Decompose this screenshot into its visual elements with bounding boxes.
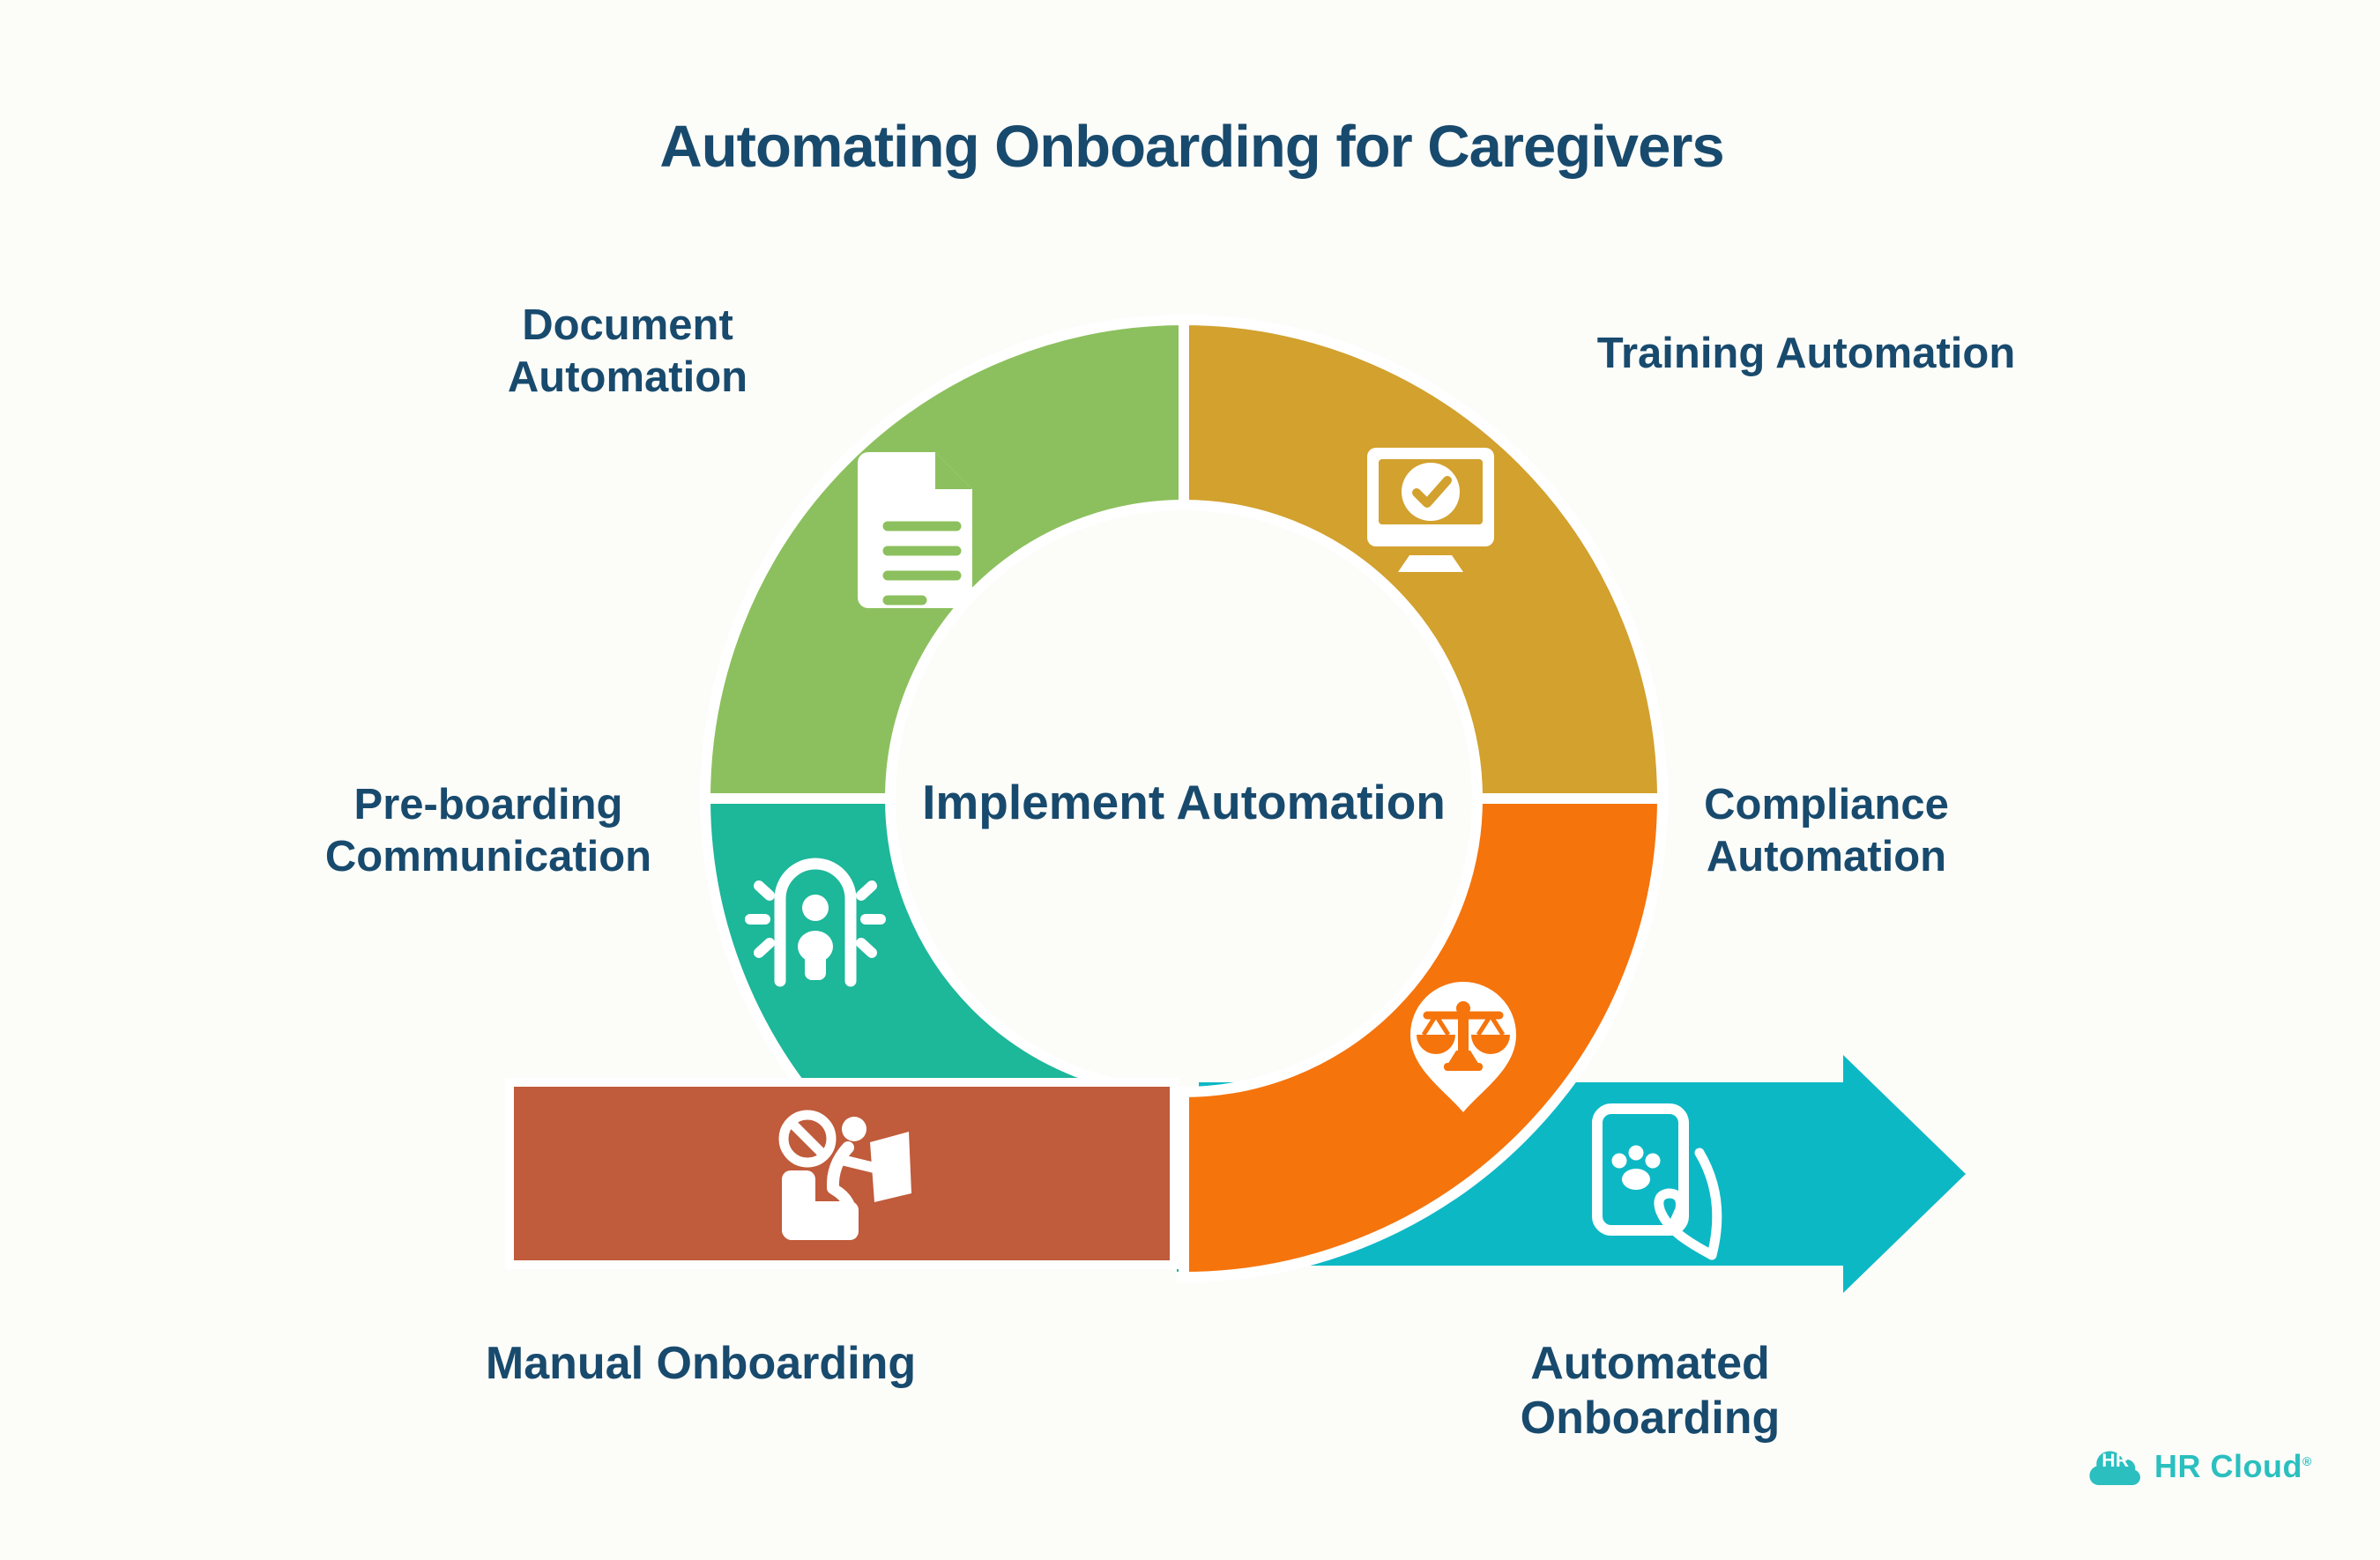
hr-cloud-wordmark: HR Cloud® — [2154, 1448, 2312, 1485]
hr-cloud-logo: HR HR Cloud® — [2087, 1442, 2312, 1491]
hr-cloud-name: HR Cloud — [2154, 1448, 2302, 1484]
scales-pin-icon — [1410, 982, 1516, 1112]
document-icon — [858, 452, 972, 608]
segment-label-document: Document Automation — [508, 300, 747, 404]
segment-label-compliance-line2: Automation — [1706, 833, 1947, 880]
segment-label-document-line2: Automation — [507, 353, 748, 401]
segment-label-preboarding: Pre-boarding Communication — [325, 779, 651, 883]
hr-cloud-icon: HR — [2087, 1442, 2144, 1491]
page-title: Automating Onboarding for Caregivers — [659, 114, 1724, 180]
registered-mark: ® — [2302, 1454, 2312, 1468]
segment-label-compliance-line1: Compliance — [1704, 781, 1949, 828]
segment-label-preboarding-line2: Communication — [324, 833, 652, 880]
segment-label-compliance: Compliance Automation — [1704, 779, 1949, 883]
segment-label-training: Training Automation — [1597, 328, 2016, 380]
segment-label-preboarding-line1: Pre-boarding — [353, 781, 623, 828]
cycle-center-label: Implement Automation — [922, 775, 1446, 829]
no-manual-paperwork-icon — [778, 1110, 911, 1240]
segment-label-document-line1: Document — [522, 301, 733, 349]
phone-paw-icon — [1592, 1103, 1722, 1260]
hr-badge-text: HR — [2101, 1451, 2130, 1471]
manual-onboarding-label: Manual Onboarding — [485, 1338, 917, 1389]
body-scanner-icon — [745, 858, 886, 987]
automated-onboarding-line1: Automated — [1530, 1338, 1770, 1389]
automated-onboarding-label: Automated Onboarding — [1521, 1336, 1781, 1445]
monitor-check-icon — [1367, 448, 1494, 572]
automated-onboarding-line2: Onboarding — [1520, 1393, 1781, 1444]
segment-label-training-line1: Training Automation — [1596, 330, 2016, 377]
